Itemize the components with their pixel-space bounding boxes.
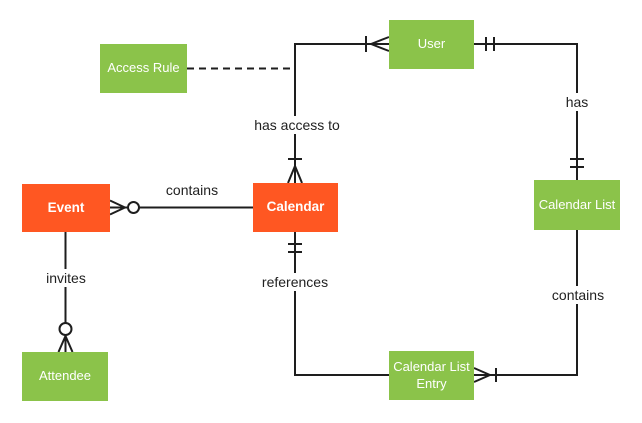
entity-user-label: User bbox=[417, 36, 446, 52]
entity-access-rule: Access Rule bbox=[100, 44, 187, 93]
crow-foot-many-icon bbox=[370, 36, 390, 52]
connector-line bbox=[474, 230, 578, 376]
relationship-label-contains-event: contains bbox=[161, 181, 223, 199]
crow-foot-many-icon bbox=[287, 165, 303, 184]
entity-event-label: Event bbox=[47, 199, 85, 215]
cardinality-exactly-one-bars-icon bbox=[570, 158, 584, 168]
crow-foot-many-icon bbox=[109, 199, 126, 216]
crow-foot-many-icon bbox=[473, 367, 491, 383]
entity-user: User bbox=[389, 20, 474, 69]
connector-line bbox=[294, 232, 389, 376]
relationship-label-has: has bbox=[561, 93, 593, 111]
relationship-label-references: references bbox=[257, 273, 333, 291]
entity-event: Event bbox=[22, 184, 110, 232]
relationship-label-invites: invites bbox=[42, 269, 90, 287]
entity-attendee: Attendee bbox=[22, 352, 108, 401]
connector-event-invites-attendee bbox=[57, 232, 74, 353]
connector-calendar-list-contains-entry bbox=[473, 230, 578, 383]
entity-calendar: Calendar bbox=[253, 183, 338, 232]
cardinality-exactly-one-bars-icon bbox=[485, 37, 495, 51]
entity-attendee-label: Attendee bbox=[38, 368, 92, 384]
cardinality-zero-circle-icon bbox=[58, 322, 73, 336]
relationship-label-has-access-to: has access to bbox=[250, 116, 344, 134]
connector-entry-references-calendar bbox=[288, 232, 389, 376]
connector-user-has-calendar-list bbox=[474, 37, 584, 180]
connector-calendar-has-access-to-user bbox=[287, 36, 390, 184]
cardinality-zero-circle-icon bbox=[127, 201, 140, 214]
crow-foot-many-icon bbox=[57, 335, 74, 353]
entity-access-rule-label: Access Rule bbox=[107, 60, 180, 76]
entity-calendar-label: Calendar bbox=[266, 199, 325, 215]
entity-calendar-list-entry: Calendar List Entry bbox=[389, 351, 474, 400]
relationship-label-contains-entry: contains bbox=[547, 286, 609, 304]
entity-calendar-list-entry-label: Calendar List Entry bbox=[393, 359, 470, 391]
connector-calendar-contains-event bbox=[109, 199, 253, 216]
entity-calendar-list-label: Calendar List bbox=[538, 196, 616, 212]
entity-calendar-list: Calendar List bbox=[534, 180, 620, 230]
connector-line bbox=[294, 43, 389, 183]
cardinality-exactly-one-bars-icon bbox=[288, 243, 302, 253]
connector-line bbox=[474, 43, 578, 180]
